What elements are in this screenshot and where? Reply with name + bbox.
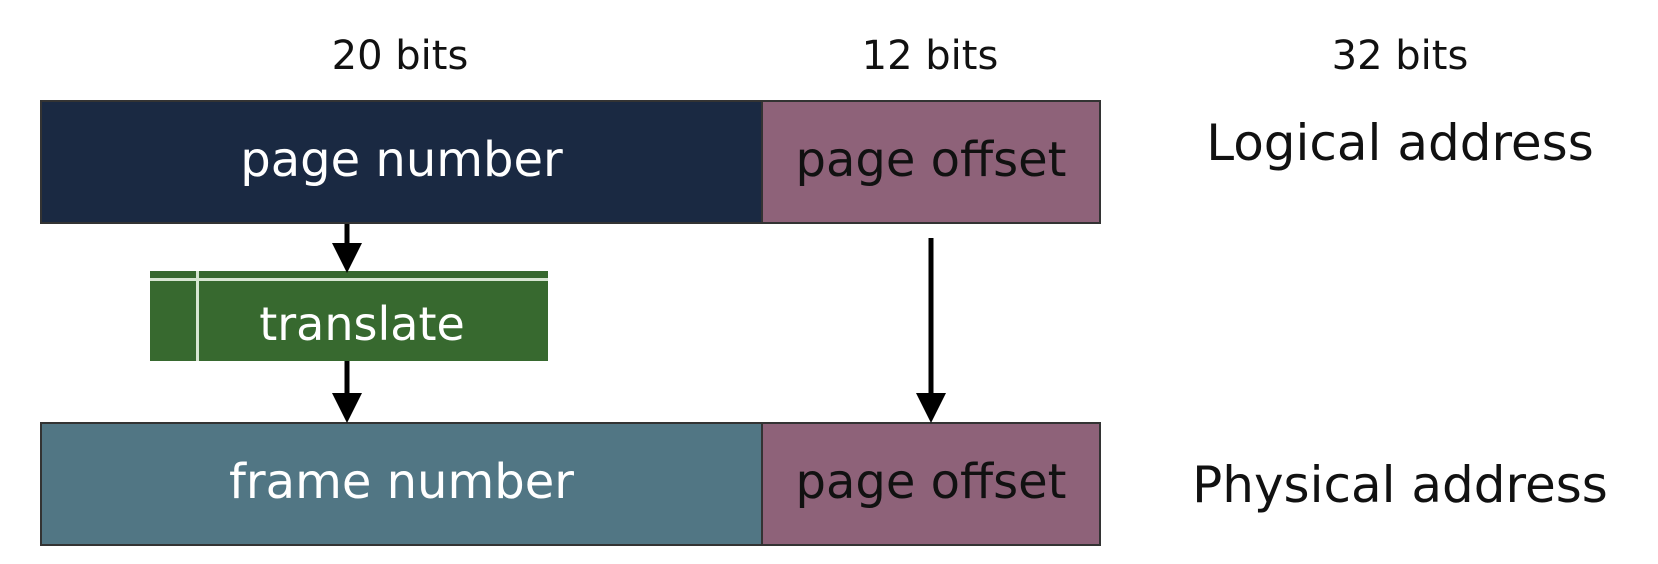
translate-text: translate [259,297,465,351]
total-bits-label: 32 bits [1331,33,1469,79]
logical-page-offset-box: page offset [761,100,1101,224]
translate-top-line [150,278,548,281]
logical-page-offset-text: page offset [795,132,1067,188]
page-number-bits-label: 20 bits [331,33,469,79]
physical-page-offset-box: page offset [761,422,1101,546]
translate-divider [196,271,199,361]
physical-frame-number-box: frame number [40,422,763,546]
logical-address-label: Logical address [1206,114,1594,172]
physical-page-offset-text: page offset [795,454,1067,510]
translate-box: translate [150,271,548,361]
offset-bits-label: 12 bits [861,33,999,79]
physical-frame-number-text: frame number [229,454,574,510]
logical-page-number-text: page number [240,132,563,188]
physical-address-label: Physical address [1192,456,1608,514]
